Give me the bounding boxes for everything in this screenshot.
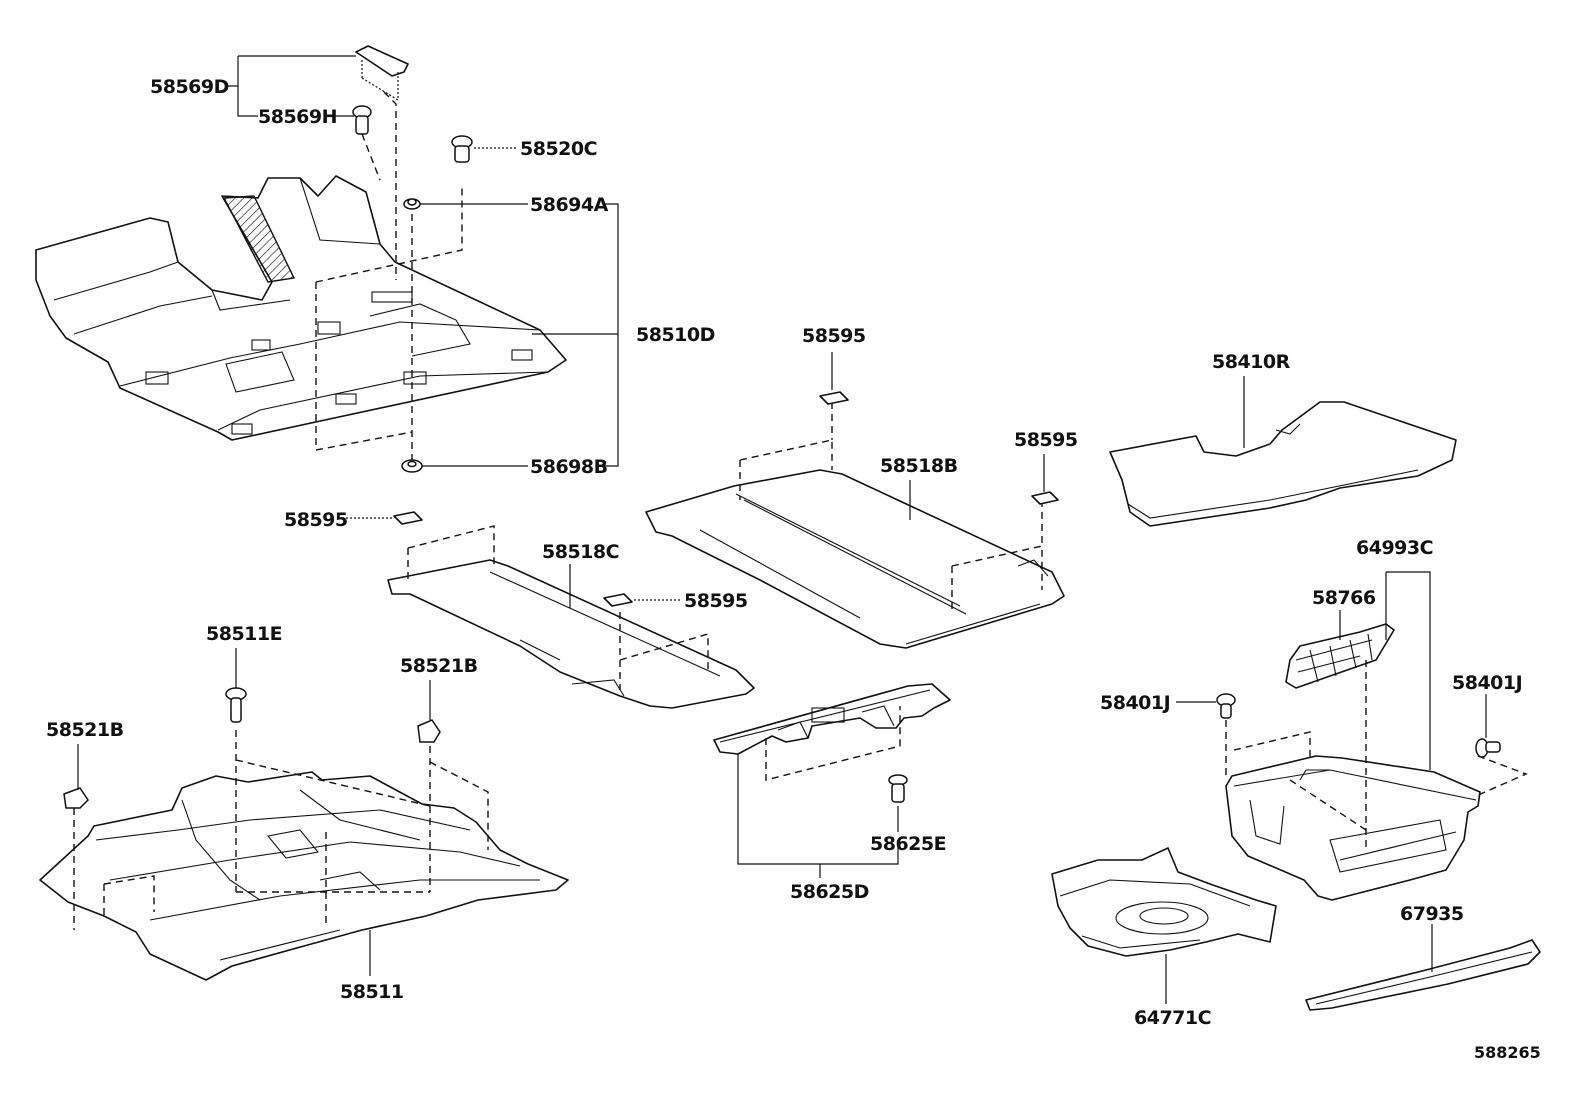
label-58511: 58511: [340, 981, 404, 1003]
label-58518C: 58518C: [542, 541, 619, 563]
fastener-58401j-right: [1475, 738, 1501, 758]
pad-58595-c: [393, 511, 423, 525]
pad-58595-b: [1031, 491, 1059, 505]
label-58401J-right: 58401J: [1452, 672, 1522, 694]
pad-58595-a: [819, 391, 849, 405]
label-58510D: 58510D: [636, 324, 715, 346]
scuff-plate-67935: [1305, 939, 1541, 1011]
label-58569H: 58569H: [258, 106, 337, 128]
rear-floor-carpet-58518b: [645, 469, 1065, 649]
grommet-58694a: [403, 198, 421, 210]
label-64993C: 64993C: [1356, 537, 1433, 559]
deck-storage-box: [1225, 755, 1481, 901]
diagram-reference-number: 588265: [1474, 1043, 1541, 1062]
label-58521B-right: 58521B: [400, 655, 478, 677]
label-58698B: 58698B: [530, 456, 608, 478]
fastener-58511e: [225, 687, 247, 723]
clip-58521b-left: [63, 787, 89, 809]
label-58569D: 58569D: [150, 76, 229, 98]
label-58766: 58766: [1312, 587, 1376, 609]
label-58625E: 58625E: [870, 833, 946, 855]
front-floor-carpet: [35, 175, 567, 441]
label-58595-top: 58595: [802, 325, 866, 347]
retainer-58625d: [713, 683, 951, 755]
clip-58521b-right: [417, 719, 441, 743]
label-58518B: 58518B: [880, 455, 958, 477]
pad-58595-d: [603, 593, 633, 607]
label-58401J-left: 58401J: [1100, 692, 1170, 714]
label-58595-mid: 58595: [684, 590, 748, 612]
cargo-floor-mat: [1109, 401, 1457, 527]
floor-silencer-58511: [39, 771, 569, 981]
grommet-58698b: [401, 459, 423, 473]
label-58625D: 58625D: [790, 881, 869, 903]
spare-tire-tray-64771c: [1051, 847, 1277, 957]
label-64771C: 64771C: [1134, 1007, 1211, 1029]
label-58511E: 58511E: [206, 623, 282, 645]
label-58595-right: 58595: [1014, 429, 1078, 451]
floor-mat-clip: [352, 105, 381, 181]
floor-mat-hook: [355, 45, 409, 101]
carpet-clip-58520c: [451, 135, 473, 163]
label-58694A: 58694A: [530, 194, 609, 216]
label-67935: 67935: [1400, 903, 1464, 925]
clip-58625e: [888, 774, 908, 803]
label-58521B-left: 58521B: [46, 719, 124, 741]
label-58410R: 58410R: [1212, 351, 1291, 373]
tray-divider-58766: [1285, 623, 1395, 689]
middle-floor-carpet-58518c: [387, 559, 755, 709]
label-58520C: 58520C: [520, 138, 597, 160]
label-58595-left: 58595: [284, 509, 348, 531]
fastener-58401j-left: [1216, 693, 1236, 719]
